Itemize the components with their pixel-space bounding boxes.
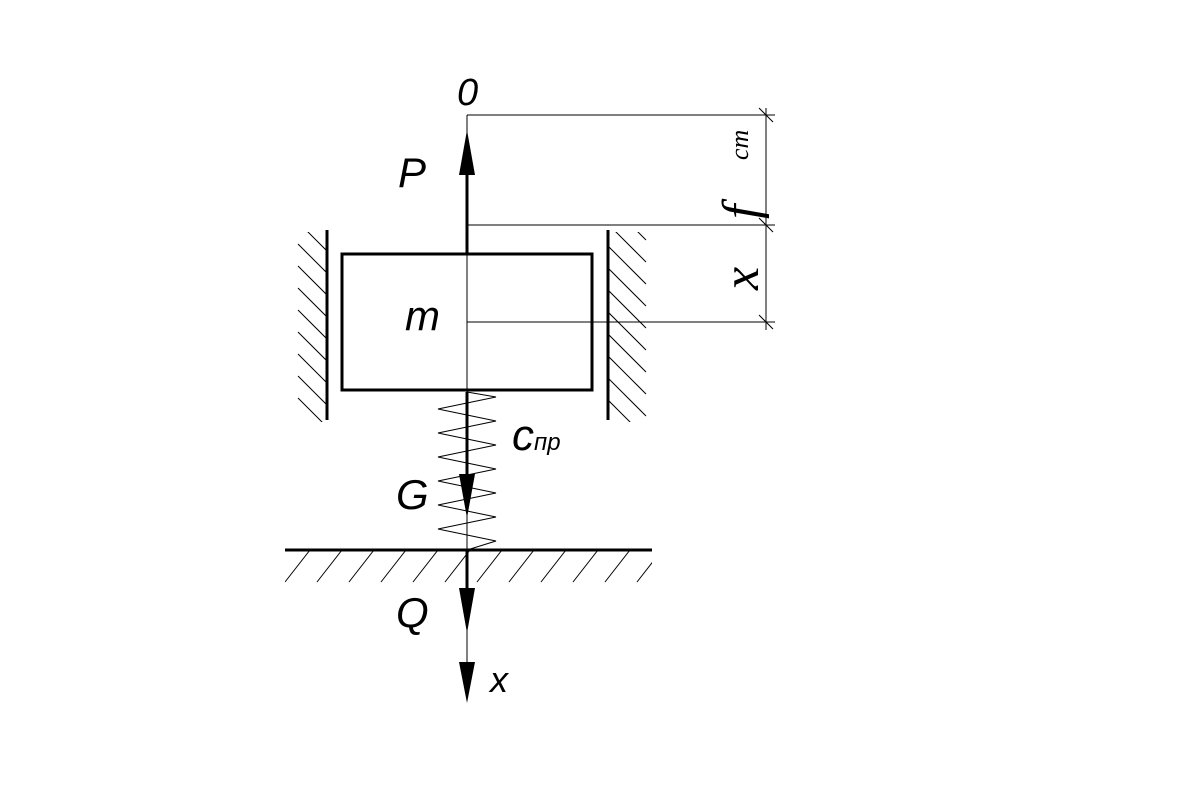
spring: [437, 391, 497, 551]
arrow-q-down: [459, 588, 475, 633]
spring-label: cпр: [512, 411, 561, 460]
left-wall: [297, 230, 329, 422]
force-q-label: Q: [396, 589, 429, 636]
arrow-g-down: [459, 474, 475, 518]
arrow-x-down: [459, 662, 475, 703]
right-wall: [606, 230, 647, 422]
ground: [285, 548, 652, 583]
dim-x-label: x: [713, 267, 770, 291]
axis-x-label: x: [488, 659, 510, 700]
arrow-p-up: [459, 130, 475, 175]
force-g-label: G: [396, 471, 429, 518]
dim-f-label: f: [713, 198, 770, 219]
dim-f-subscript: cm: [725, 130, 754, 160]
dimension-lines: [467, 107, 775, 330]
force-p-label: P: [398, 149, 426, 196]
origin-label: 0: [457, 72, 478, 114]
mass-label: m: [405, 292, 440, 339]
